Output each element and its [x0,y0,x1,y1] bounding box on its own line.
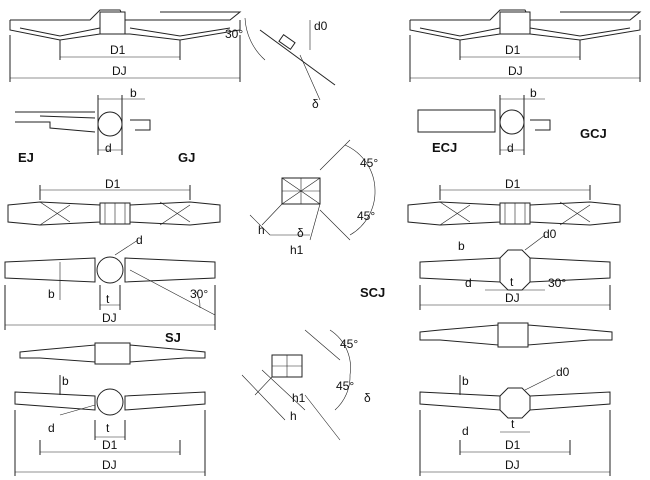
scj-top-view: d0 b d t 30° DJ [419,227,611,310]
dim-d1-bl: D1 [102,438,118,452]
dim-d0-top: d0 [314,19,328,33]
dim-t-bl: t [106,421,110,435]
dim-b-sj: b [48,287,55,301]
scj-front-view: D1 [407,177,621,226]
dim-h-bc: h [290,409,297,423]
dim-dj-scj: DJ [505,291,520,305]
dim-d0-br: d0 [556,365,570,379]
dim-d1-br: D1 [505,438,521,452]
dim-angle-30-top: 30° [225,27,243,41]
dim-d-br: d [462,424,469,438]
dim-dj-bl: DJ [102,458,117,472]
dim-d0-scj: d0 [543,227,557,241]
dim-dj-br: DJ [505,458,520,472]
dim-delta-top: δ [312,97,319,111]
type-scj: SCJ [360,285,385,300]
dim-d-sj: d [136,233,143,247]
dim-b: b [130,86,137,100]
type-ecj: ECJ [432,140,457,155]
bottom-left-top-view: b d t D1 DJ [14,374,206,476]
dim-b-ecj: b [530,86,537,100]
dim-d-ecj: d [507,141,514,155]
angle-detail: 30° d0 δ [225,17,336,111]
dim-b-br: b [462,374,469,388]
ecj-gcj-top-view: b d ECJ GCJ [417,86,607,155]
scj-plate-detail: 45° 45° h δ h1 SCJ [249,139,385,300]
dim-t-sj: t [106,292,110,306]
dim-angle-45-b: 45° [357,209,375,223]
dim-dj: DJ [112,64,127,78]
dim-angle-45-d: 45° [336,379,354,393]
dim-dj-sj: DJ [102,311,117,325]
dim-d1-scj: D1 [505,177,521,191]
dim-b-bl: b [62,374,69,388]
dim-h-scj: h [258,223,265,237]
sj-top-view: d b t 30° DJ SJ [4,233,216,345]
dim-delta-scj: δ [297,226,304,240]
dim-d1-ecj: D1 [505,43,521,57]
dim-d-bl: d [48,421,55,435]
bottom-right-top-view: d0 b d t D1 DJ [419,365,611,476]
dim-h1-bc: h1 [292,391,306,405]
sj-front-view: D1 [7,177,221,226]
type-ej: EJ [18,150,34,165]
ej-gj-front-view: D1 DJ [9,9,242,82]
type-gj: GJ [178,150,195,165]
dim-dj-ecj: DJ [508,64,523,78]
dim-t-scj: t [510,275,514,289]
dim-d1: D1 [110,43,126,57]
type-gcj: GCJ [580,126,607,141]
ecj-gcj-front-view: D1 DJ [409,9,642,82]
dim-angle-45-a: 45° [360,156,378,170]
dim-h1-scj: h1 [290,243,304,257]
bottom-left-front-view [19,342,206,365]
dim-d-scj: d [465,276,472,290]
bottom-right-front-view [419,322,613,348]
ej-gj-top-view: b d EJ GJ [15,86,195,165]
dim-b-scj: b [458,239,465,253]
dim-angle-30-scj: 30° [548,276,566,290]
dim-angle-45-c: 45° [340,337,358,351]
dim-angle-30-sj: 30° [190,287,208,301]
dim-delta-bc: δ [364,391,371,405]
bottom-plate-detail: 45° 45° δ h1 h [241,329,371,441]
type-sj: SJ [165,330,181,345]
dim-t-br: t [511,417,515,431]
dim-d: d [105,141,112,155]
dim-d1-sj: D1 [105,177,121,191]
